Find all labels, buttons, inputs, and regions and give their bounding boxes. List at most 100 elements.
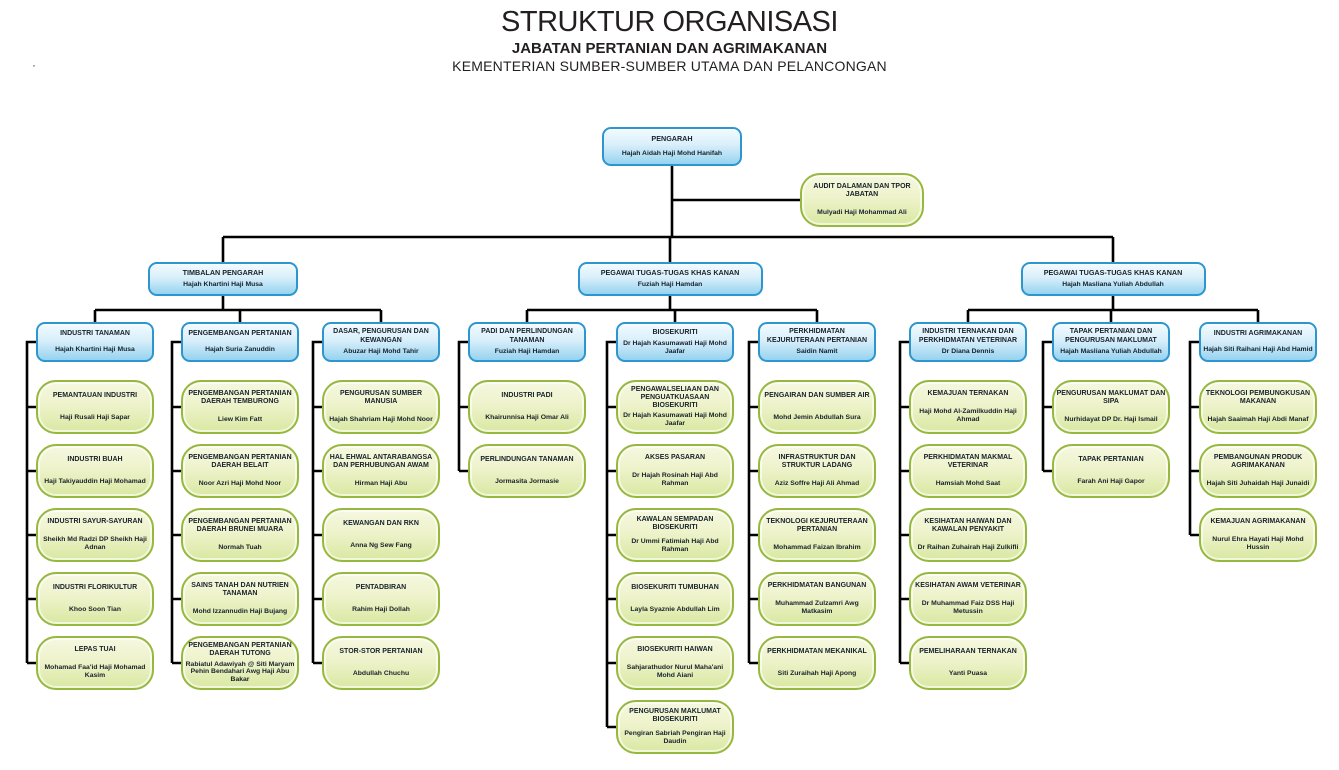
node-name: Hajah Aidah Haji Mohd Hanifah [621, 150, 723, 157]
node-title: TIMBALAN PENGARAH [182, 267, 264, 277]
node-name: Hajah Siti Juhaidah Haji Junaidi [1206, 480, 1310, 488]
node-title: PENGEMBANGAN PERTANIAN DAERAH BRUNEI MUA… [188, 517, 292, 534]
document-header: STRUKTUR ORGANISASI JABATAN PERTANIAN DA… [0, 6, 1339, 74]
node-name: Hamsiah Mohd Saat [935, 480, 1001, 488]
page-subtitle-ministry: KEMENTERIAN SUMBER-SUMBER UTAMA DAN PELA… [452, 58, 887, 74]
stray-mark: · [32, 58, 36, 72]
node-title: KEMAJUAN AGRIMAKANAN [1210, 518, 1306, 526]
node-name: Hajah Siti Raihani Haji Abd Hamid [1203, 345, 1313, 353]
node-name: Fuziah Haji Hamdan [494, 347, 560, 355]
node-pengarah: PENGARAH Hajah Aidah Haji Mohd Hanifah [602, 127, 742, 166]
node-unit: SAINS TANAH DAN NUTRIEN TANAMAN Mohd Izza… [181, 572, 299, 626]
node-title: LEPAS TUAI [74, 646, 116, 654]
node-name: Sahjarathudor Nurul Maha'ani Mohd Aiani [626, 664, 724, 680]
node-column-header: TAPAK PERTANIAN DAN PENGURUSAN MAKLUMAT H… [1052, 322, 1170, 362]
node-title: PENGAIRAN DAN SUMBER AIR [764, 391, 870, 399]
node-name: Haji Takiyauddin Haji Mohamad [44, 478, 146, 486]
node-name: Normah Tuah [218, 544, 262, 552]
node-column-header: INDUSTRI AGRIMAKANAN Hajah Siti Raihani H… [1199, 322, 1317, 362]
node-title: PADI DAN PERLINDUNGAN TANAMAN [481, 328, 573, 344]
node-name: Yanti Puasa [948, 670, 988, 678]
node-title: PENGARAH [651, 134, 693, 144]
node-title: INDUSTRI AGRIMAKANAN [1213, 330, 1303, 338]
node-name: Abuzar Haji Mohd Tahir [343, 347, 419, 355]
node-unit: PENGEMBANGAN PERTANIAN DAERAH BRUNEI MUA… [181, 508, 299, 562]
node-name: Hajah Shahriam Haji Mohd Noor [329, 416, 433, 424]
node-title: INDUSTRI SAYUR-SAYURAN [47, 518, 143, 526]
node-name: Hajah Khartini Haji Musa [183, 281, 263, 289]
node-title: TAPAK PERTANIAN [1078, 455, 1144, 463]
node-title: AUDIT DALAMAN DAN TPOR JABATAN [813, 182, 911, 199]
node-title: TEKNOLOGI KEJURUTERAAN PERTANIAN [766, 517, 868, 534]
node-unit: PENGEMBANGAN PERTANIAN DAERAH TUTONG Rabi… [181, 636, 299, 690]
node-title: BIOSEKURITI [652, 328, 698, 336]
node-column-header: PADI DAN PERLINDUNGAN TANAMAN Fuziah Haji… [468, 322, 586, 362]
node-title: TEKNOLOGI PEMBUNGKUSAN MAKANAN [1205, 389, 1311, 406]
node-title: PENGEMBANGAN PERTANIAN DAERAH TEMBURONG [188, 389, 292, 406]
node-name: Farah Ani Haji Gapor [1077, 478, 1145, 486]
node-title: PENGEMBANGAN PERTANIAN DAERAH BELAIT [188, 453, 292, 470]
node-title: SAINS TANAH DAN NUTRIEN TANAMAN [191, 581, 289, 598]
node-title: KEWANGAN DAN RKN [343, 519, 419, 527]
node-name: Dr Raihan Zuhairah Haji Zulkifli [917, 544, 1019, 552]
node-name: Rabiatul Adawiyah @ Siti Maryam Pehin Be… [185, 660, 295, 684]
node-title: INDUSTRI TERNAKAN DAN PERKHIDMATAN VETER… [918, 328, 1018, 344]
node-name: Jormasita Jormasie [495, 478, 559, 486]
node-name: Hajah Masliana Yuliah Abdullah [1060, 347, 1162, 355]
node-name: Hirman Haji Abu [354, 480, 408, 488]
node-name: Dr Hajah Kasumawati Haji Mohd Jaafar [623, 412, 727, 428]
node-name: Mohd Izzannudin Haji Bujang [192, 608, 288, 616]
node-name: Siti Zuraihah Haji Apong [777, 670, 857, 678]
node-unit: PENGURUSAN SUMBER MANUSIA Hajah Shahriam … [322, 380, 440, 434]
node-column-header: INDUSTRI TERNAKAN DAN PERKHIDMATAN VETER… [909, 322, 1027, 362]
node-title: STOR-STOR PERTANIAN [339, 647, 423, 655]
node-title: TAPAK PERTANIAN DAN PENGURUSAN MAKLUMAT [1065, 328, 1157, 344]
node-unit: TEKNOLOGI KEJURUTERAAN PERTANIAN Mohammad… [758, 508, 876, 562]
node-name: Layla Syaznie Abdullah Lim [630, 606, 720, 614]
node-audit: AUDIT DALAMAN DAN TPOR JABATAN Mulyadi Ha… [800, 173, 924, 227]
node-name: Mohammad Faizan Ibrahim [773, 544, 861, 552]
node-name: Dr Hajah Kasumawati Haji Mohd Jaafar [623, 339, 727, 355]
node-title: PENGURUSAN MAKLUMAT DAN SIPA [1056, 389, 1166, 406]
node-title: KEMAJUAN TERNAKAN [927, 390, 1009, 398]
node-name: Sheikh Md Radzi DP Sheikh Haji Adnan [43, 536, 147, 552]
node-unit: PENGAWALSELIAAN DAN PENGUATKUASAAN BIOSE… [616, 380, 734, 434]
node-name: Muhammad Zulzamri Awg Matkasim [775, 600, 859, 616]
node-title: KESIHATAN AWAM VETERINAR [915, 582, 1021, 590]
node-name: Hajah Suria Zanuddin [205, 345, 275, 353]
node-unit: KAWALAN SEMPADAN BIOSEKURITI Dr Ummi Fati… [616, 508, 734, 562]
node-name: Dr Ummi Fatimiah Haji Abd Rahman [631, 538, 719, 554]
node-title: KAWALAN SEMPADAN BIOSEKURITI [636, 515, 714, 532]
node-name: Mulyadi Haji Mohammad Ali [817, 209, 907, 217]
node-name: Khairunnisa Haji Omar Ali [485, 414, 569, 422]
node-name: Dr Diana Dennis [941, 347, 995, 355]
node-name: Pengiran Sabriah Pengiran Haji Daudin [624, 730, 726, 746]
node-title: PENGEMBANGAN PERTANIAN DAERAH TUTONG [188, 642, 292, 658]
node-title: PENGURUSAN SUMBER MANUSIA [339, 389, 423, 406]
